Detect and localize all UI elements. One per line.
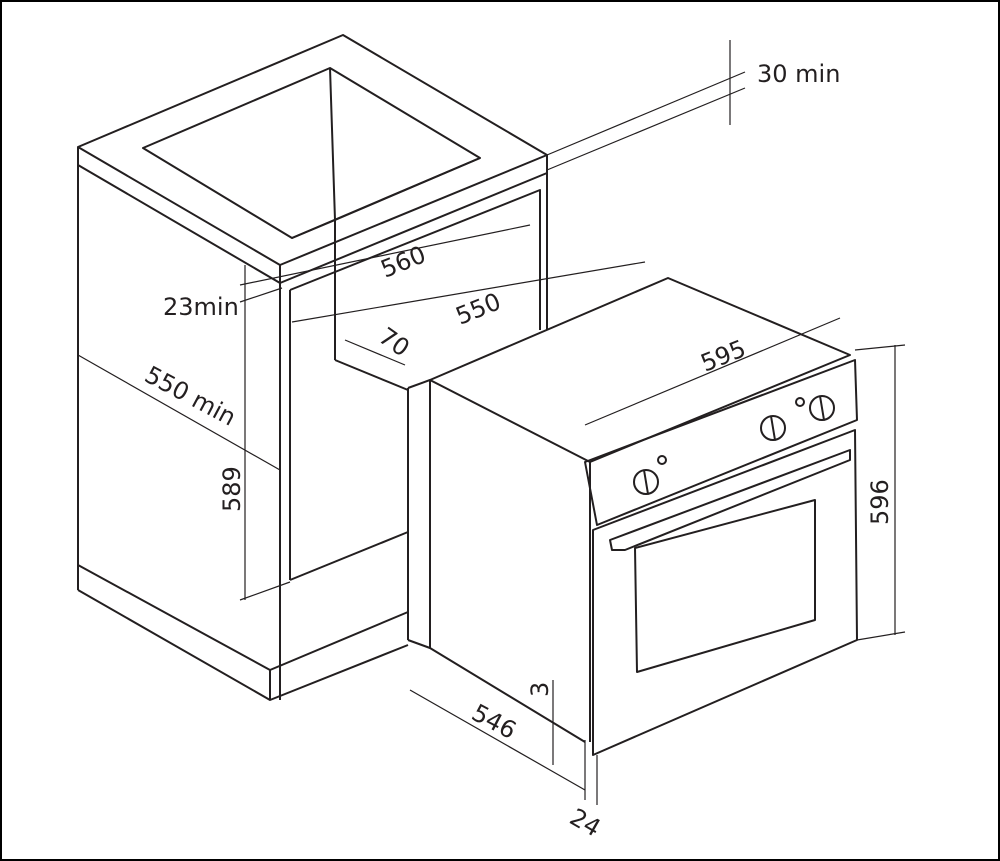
knob-icon — [633, 395, 835, 495]
dimension-lines — [77, 40, 906, 805]
cabinet — [77, 34, 548, 701]
label-oven-height: 596 — [866, 479, 894, 525]
label-bottom-gap: 3 — [526, 682, 554, 697]
label-opening-height: 589 — [218, 466, 246, 512]
label-top-gap: 23min — [163, 293, 239, 321]
label-top-clearance: 30 min — [757, 60, 840, 88]
